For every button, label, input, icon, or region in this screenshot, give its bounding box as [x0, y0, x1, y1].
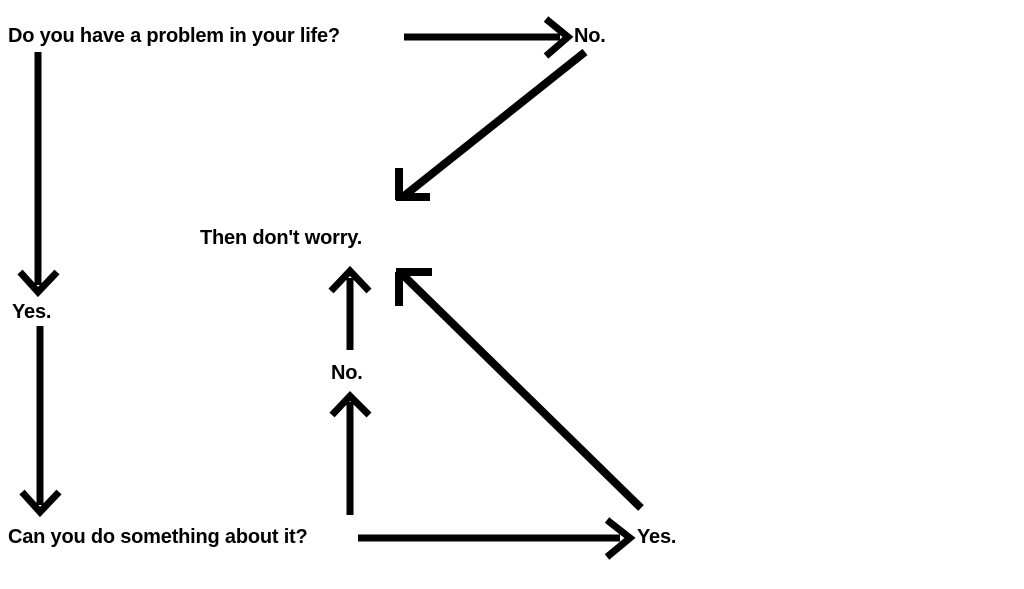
arrow-yes2-to-then-dont-worry: [395, 268, 644, 511]
arrow-yes1-to-q2: [19, 326, 62, 518]
edge-label-yes-left: Yes.: [12, 301, 52, 323]
node-question-problem: Do you have a problem in your life?: [8, 25, 340, 47]
arrow-no1-to-then-dont-worry: [395, 48, 588, 201]
node-question-do-something: Can you do something about it?: [8, 526, 308, 548]
node-answer-no-top: No.: [574, 25, 606, 47]
node-answer-yes-bottom: Yes.: [637, 526, 677, 548]
arrow-q2-to-no2: [329, 390, 372, 515]
arrow-no2-to-then-dont-worry: [328, 265, 372, 350]
arrow-q1-to-yes1: [17, 52, 60, 298]
arrow-q1-to-no1: [404, 16, 574, 59]
node-then-dont-worry: Then don't worry.: [200, 227, 363, 249]
arrow-q2-to-yes2: [358, 517, 636, 560]
edge-label-no-middle: No.: [331, 362, 363, 384]
